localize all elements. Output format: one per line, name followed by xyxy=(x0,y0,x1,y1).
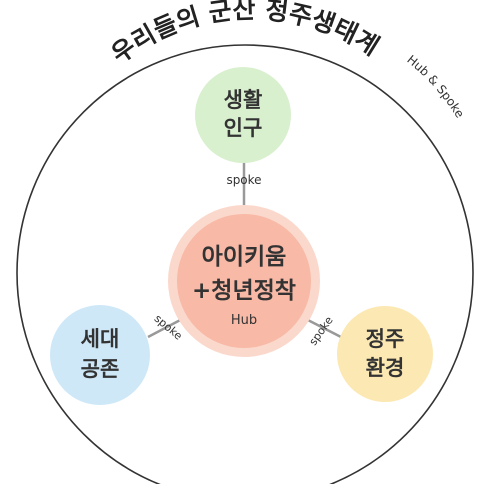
hub-label-line2: +청년정착 xyxy=(192,278,296,304)
spoke-node-top: 생활 인구 xyxy=(195,67,291,163)
spoke-left-line1: 세대 xyxy=(81,327,120,351)
connector-label-top: spoke xyxy=(226,173,261,187)
ecosystem-boundary xyxy=(16,44,474,484)
spoke-top-line2: 인구 xyxy=(224,116,263,140)
diagram-title-curved: 우리들의 군산 정주생태계 xyxy=(106,0,384,69)
spoke-right-line2: 환경 xyxy=(366,356,405,380)
spoke-top-circle xyxy=(195,67,291,163)
spoke-node-left: 세대 공존 xyxy=(50,305,150,405)
spoke-left-line2: 공존 xyxy=(81,357,120,381)
diagram-subtitle-curved: Hub & Spoke xyxy=(404,52,467,120)
spoke-left-circle xyxy=(50,305,150,405)
spoke-right-line1: 정주 xyxy=(366,327,405,351)
spoke-right-circle xyxy=(337,306,433,402)
hub-tag: Hub xyxy=(231,313,257,328)
hub-inner-circle xyxy=(177,214,311,348)
diagram-subtitle: Hub & Spoke xyxy=(404,52,467,120)
spoke-node-right: 정주 환경 xyxy=(337,306,433,402)
hub-label-line1: 아이키움 xyxy=(202,244,287,270)
diagram-title: 우리들의 군산 정주생태계 xyxy=(106,0,384,69)
spoke-top-line1: 생활 xyxy=(224,88,263,112)
hub-node: 아이키움 +청년정착 Hub xyxy=(168,205,320,357)
